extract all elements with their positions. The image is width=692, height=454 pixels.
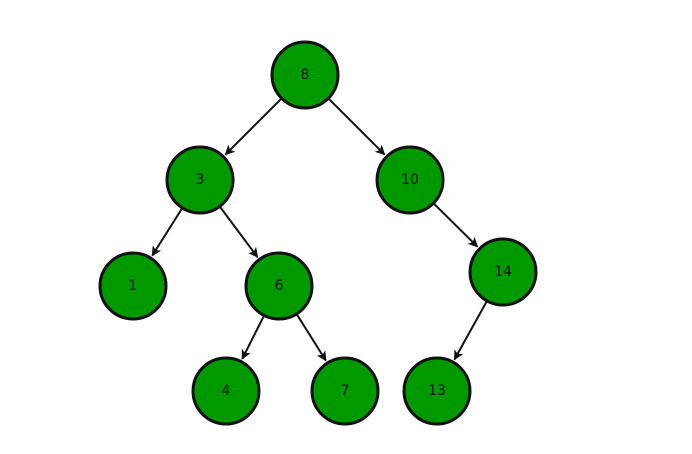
node-circle (468, 237, 538, 307)
tree-node-10: 10 (375, 145, 445, 215)
edges-layer (151, 98, 488, 362)
node-circle (244, 251, 314, 321)
node-circle (270, 40, 340, 110)
tree-node-13: 13 (402, 356, 472, 426)
node-circle (375, 145, 445, 215)
node-circle (98, 251, 168, 321)
tree-node-1: 1 (98, 251, 168, 321)
node-circle (165, 145, 235, 215)
node-label: 14 (494, 264, 512, 280)
node-label: 10 (401, 172, 419, 188)
edge-n6-to-n7 (296, 314, 327, 362)
tree-node-14: 14 (468, 237, 538, 307)
edge-n14-to-n13 (453, 301, 488, 361)
tree-node-7: 7 (310, 356, 380, 426)
node-circle (310, 356, 380, 426)
edge-n6-to-n4 (241, 315, 265, 360)
node-label: 4 (222, 383, 231, 399)
node-label: 8 (301, 67, 310, 83)
node-circle (191, 356, 261, 426)
tree-node-6: 6 (244, 251, 314, 321)
tree-node-3: 3 (165, 145, 235, 215)
edge-n3-to-n6 (219, 206, 259, 258)
node-label: 3 (196, 172, 205, 188)
node-label: 1 (129, 278, 138, 294)
edge-n10-to-n14 (433, 203, 479, 248)
edge-n8-to-n3 (224, 98, 282, 156)
node-circle (402, 356, 472, 426)
node-label: 13 (428, 383, 446, 399)
tree-node-8: 8 (270, 40, 340, 110)
edge-n3-to-n1 (151, 208, 183, 257)
edge-n8-to-n10 (328, 98, 386, 156)
node-label: 7 (341, 383, 350, 399)
tree-node-4: 4 (191, 356, 261, 426)
node-label: 6 (275, 278, 284, 294)
nodes-layer: 8 3 10 1 6 14 4 7 13 (98, 40, 538, 426)
